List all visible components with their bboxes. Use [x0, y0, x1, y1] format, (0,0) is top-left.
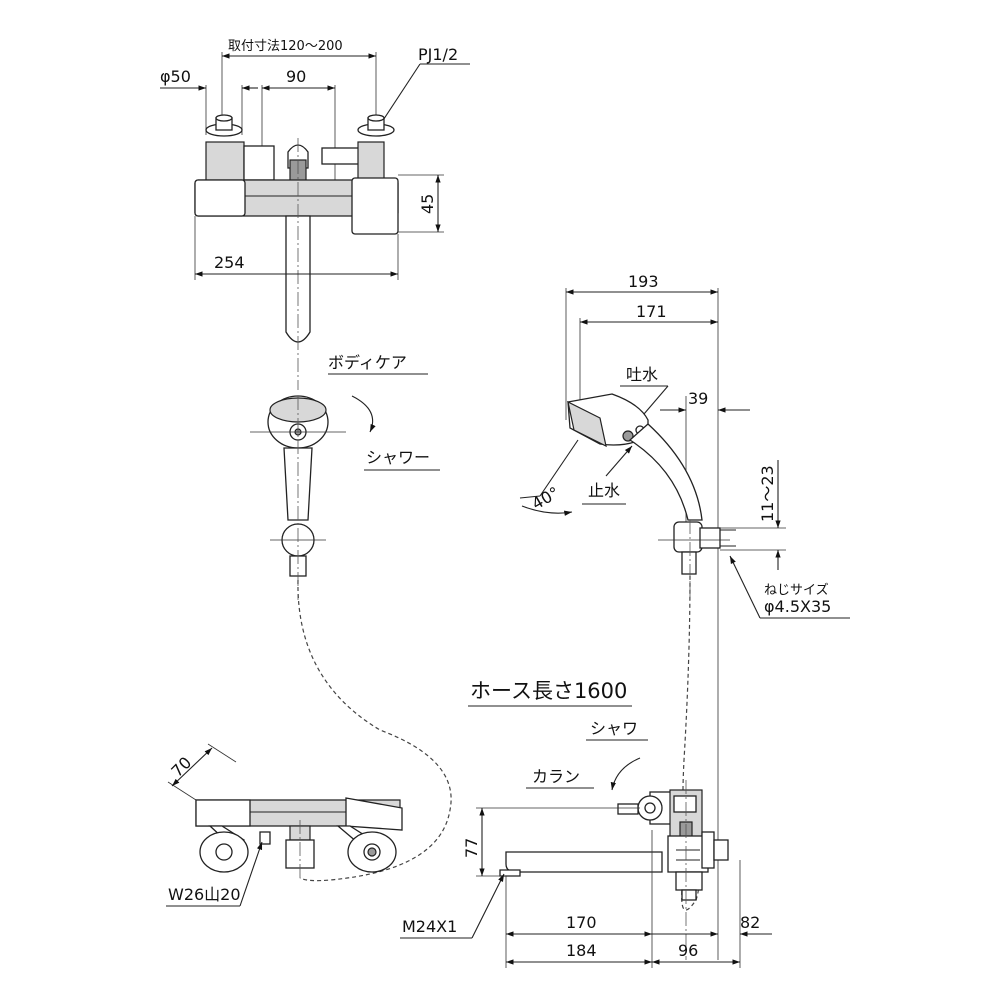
angle-40-label: 40°: [529, 483, 563, 514]
faucet-side-view: シャワ カラン 77 M24X1: [400, 719, 772, 968]
shower-side-label: シャワ: [590, 719, 638, 738]
faucet-front-view: 70 W26山20: [166, 743, 403, 907]
dim-254-label: 254: [214, 253, 245, 272]
dia-50-label: φ50: [160, 67, 191, 86]
screw-size-value: φ4.5X35: [764, 597, 831, 616]
shower-mode-label: シャワー: [366, 448, 430, 467]
stop-water-label: 止水: [588, 481, 620, 500]
dim-77-label: 77: [462, 838, 481, 858]
shower-side-view: 193 171 吐水 39 40° 止水: [519, 272, 850, 960]
faucet-side-label: カラン: [532, 767, 580, 786]
faucet-top-view: 取付寸法120～200 φ50 90 PJ1/2 45: [160, 39, 470, 390]
mount-range-label: 取付寸法120～200: [228, 39, 343, 54]
shower-head-front-view: ボディケア シャワー: [250, 353, 440, 600]
water-out-label: 吐水: [626, 365, 658, 384]
hose-right-path: [682, 575, 691, 801]
thread-m24-label: M24X1: [402, 917, 457, 936]
screw-size-title: ねじサイズ: [764, 582, 829, 598]
dim-170-label: 170: [566, 913, 597, 932]
thread-w26-label: W26山20: [168, 885, 241, 904]
dim-96-label: 96: [678, 941, 698, 960]
body-care-label: ボディケア: [328, 353, 407, 372]
hose-length-label: ホース長さ1600: [470, 679, 627, 703]
dim-45-label: 45: [418, 194, 437, 214]
dim-82-label: 82: [740, 913, 760, 932]
dim-171-label: 171: [636, 302, 667, 321]
dim-90-label: 90: [286, 67, 306, 86]
dim-39-label: 39: [688, 389, 708, 408]
pj-label: PJ1/2: [418, 45, 458, 64]
dim-193-label: 193: [628, 272, 659, 291]
dim-70-label: 70: [167, 753, 195, 781]
dim-184-label: 184: [566, 941, 597, 960]
dim-11-23-label: 11～23: [758, 465, 777, 522]
